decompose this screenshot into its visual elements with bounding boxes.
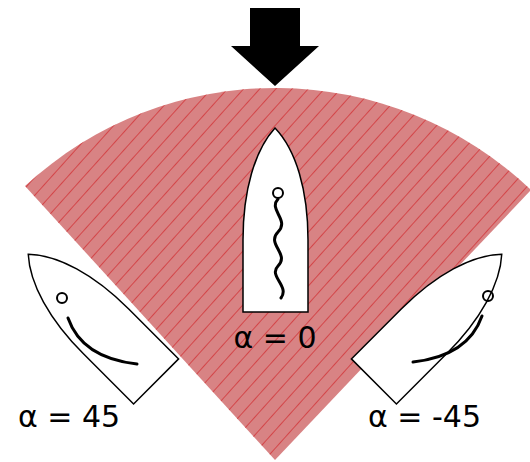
boat-starboard xyxy=(351,231,524,404)
boat-head-to-wind xyxy=(243,128,308,312)
angle-label: α = 45 xyxy=(18,402,120,432)
wind-arrow xyxy=(231,8,319,86)
angle-label: α = -45 xyxy=(368,402,481,432)
boat-port xyxy=(6,231,179,404)
angle-label: α = 0 xyxy=(233,323,316,353)
